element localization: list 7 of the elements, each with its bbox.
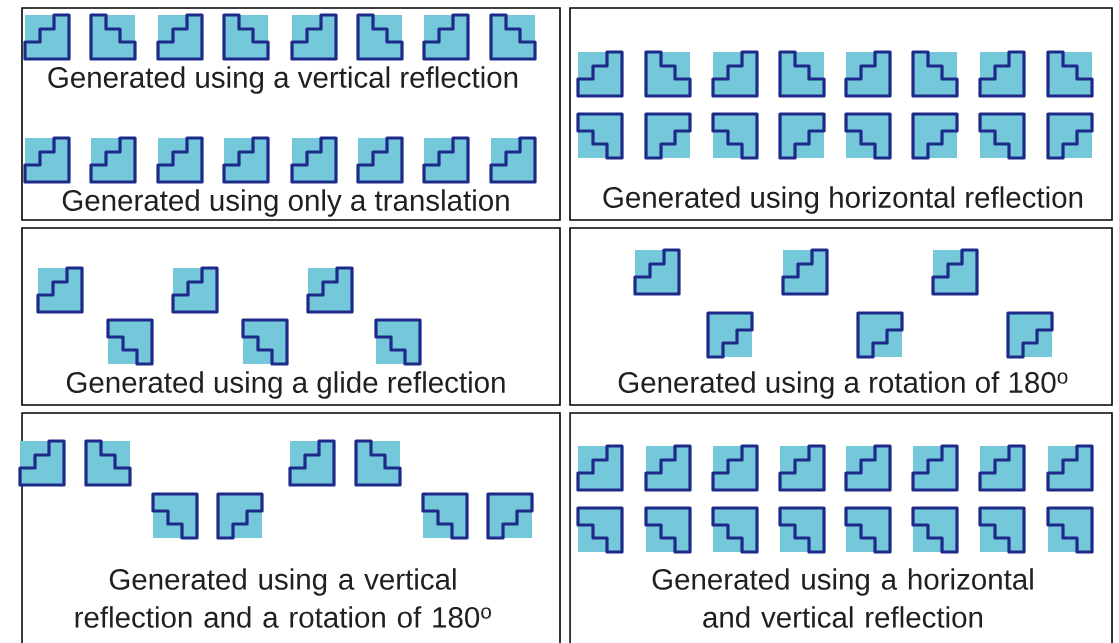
panel-label: Generated using only a translation (62, 189, 509, 217)
panel-label: Generated using a vertical reflection and a rotation of 180$^{o}$ (75, 568, 491, 628)
panel-label: Generated using horizontal reflection (603, 186, 1083, 214)
panel-label: Generated using a horizontal and vertical reflection (652, 568, 1033, 628)
panel-label: Generated using a glide reflection (66, 371, 505, 399)
panel-label: Generated using a rotation of 180$^{o}$ (618, 371, 1068, 399)
panel-label: Generated using a vertical reflection (48, 66, 518, 94)
